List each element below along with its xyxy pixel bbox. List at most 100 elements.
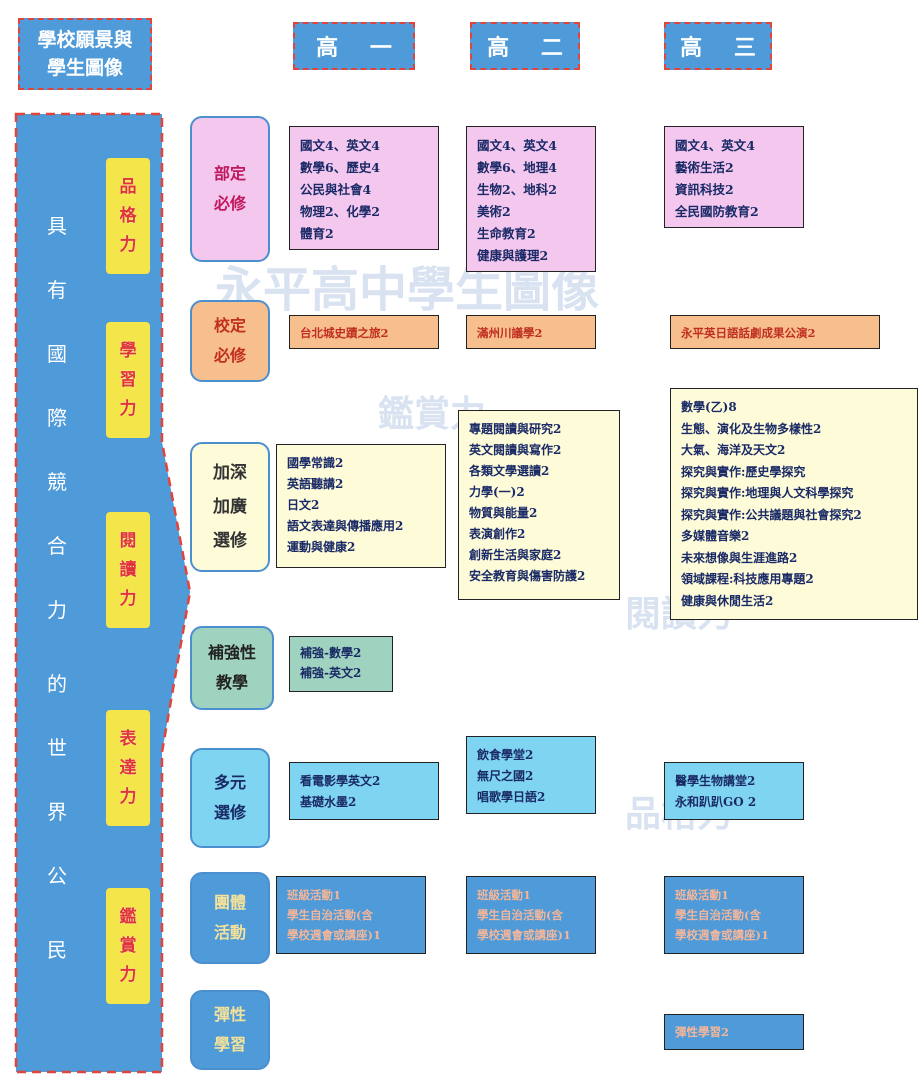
label-text: 彈性: [213, 1005, 246, 1024]
vision-char: 力: [47, 598, 67, 622]
course-item: 日文2: [287, 498, 320, 512]
vision-char: 合: [47, 534, 67, 558]
ability-character: 品格力: [106, 158, 150, 274]
label-text: 必修: [213, 194, 246, 213]
course-item: 永和趴趴GO 2: [675, 795, 757, 809]
course-item: 各類文學選讀2: [469, 464, 550, 478]
course-item: 國文4、英文4: [300, 138, 380, 153]
vision-statement: 具 有 國 際 競 合 力 的 世 界 公 民: [28, 112, 88, 1074]
diverse-elective-grade2: 飲食學堂2 無尺之國2 唱歌學日語2: [466, 736, 596, 814]
label-text: 團體: [213, 893, 246, 912]
course-item: 資訊科技2: [675, 182, 734, 197]
course-item: 體育2: [300, 226, 334, 241]
category-flexible-learning: 彈性學習: [190, 990, 270, 1070]
label-text: 習: [119, 369, 137, 390]
course-item: 生物2、地科2: [477, 182, 557, 197]
ability-expression: 表達力: [106, 710, 150, 826]
grade-header-1: 高 一: [293, 22, 415, 70]
title-line-2: 學生圖像: [46, 57, 123, 79]
course-item: 英文閱讀與寫作2: [469, 443, 562, 457]
group-activity-grade2: 班級活動1 學生自治活動(含 學校週會或講座)1: [466, 876, 596, 954]
course-item: 大氣、海洋及天文2: [681, 443, 786, 457]
course-item: 永平英日語話劇成果公演2: [681, 326, 816, 340]
vision-char: 的: [47, 672, 67, 696]
course-item: 學校週會或講座)1: [477, 928, 571, 942]
label-text: 格: [119, 205, 137, 226]
category-group-activity: 團體活動: [190, 872, 270, 964]
national-required-grade2: 國文4、英文4 數學6、地理4 生物2、地科2 美術2 生命教育2 健康與護理2: [466, 126, 596, 272]
course-item: 健康與休閒生活2: [681, 593, 774, 608]
label-text: 力: [119, 398, 137, 419]
label-text: 多元: [213, 773, 246, 792]
course-item: 全民國防教育2: [675, 204, 759, 219]
course-item: 滿州川議學2: [477, 326, 543, 340]
course-item: 台北城史蹟之旅2: [300, 326, 389, 340]
label-text: 鑑: [119, 906, 137, 927]
course-item: 數學6、地理4: [477, 160, 557, 175]
course-item: 班級活動1: [477, 888, 532, 902]
course-item: 國學常識2: [287, 456, 344, 470]
label-text: 選修: [213, 531, 247, 551]
course-item: 基礎水墨2: [300, 795, 357, 809]
national-required-grade1: 國文4、英文4 數學6、歷史4 公民與社會4 物理2、化學2 體育2: [289, 126, 439, 250]
ability-reading: 閱讀力: [106, 512, 150, 628]
course-item: 藝術生活2: [675, 160, 734, 175]
course-item: 探究與實作:地理與人文科學探究: [681, 486, 854, 500]
course-item: 生命教育2: [477, 226, 536, 241]
label-text: 讀: [119, 559, 137, 580]
label-text: 賞: [119, 935, 137, 956]
group-activity-grade1: 班級活動1 學生自治活動(含 學校週會或講座)1: [276, 876, 426, 954]
ability-learning: 學習力: [106, 322, 150, 438]
course-item: 公民與社會4: [300, 182, 372, 197]
diverse-elective-grade1: 看電影學英文2 基礎水墨2: [289, 762, 439, 820]
course-item: 力學(一)2: [469, 485, 525, 499]
label-text: 學: [119, 340, 137, 361]
course-item: 國文4、英文4: [675, 138, 755, 153]
vision-char: 競: [47, 470, 67, 494]
label-text: 選修: [213, 803, 246, 822]
vision-char: 有: [47, 278, 67, 302]
vision-char: 具: [47, 214, 67, 238]
flexible-learning-grade3: 彈性學習2: [664, 1014, 804, 1050]
course-item: 未來想像與生涯進路2: [681, 550, 798, 565]
ability-appreciation: 鑑賞力: [106, 888, 150, 1004]
course-item: 創新生活與家庭2: [469, 548, 562, 562]
course-item: 生態、演化及生物多樣性2: [681, 421, 822, 436]
vision-char: 際: [47, 406, 67, 430]
course-item: 班級活動1: [675, 888, 730, 902]
course-item: 專題閱讀與研究2: [469, 422, 562, 436]
school-required-grade2: 滿州川議學2: [466, 315, 596, 349]
vision-char: 國: [47, 342, 67, 366]
course-item: 多媒體音樂2: [681, 529, 750, 543]
label-text: 力: [119, 786, 137, 807]
course-item: 無尺之國2: [477, 769, 534, 783]
course-item: 學生自治活動(含: [477, 908, 563, 922]
course-item: 安全教育與傷害防護2: [469, 569, 586, 583]
course-item: 醫學生物講堂2: [675, 774, 756, 788]
label-text: 閱: [119, 530, 137, 551]
label-text: 補強性: [207, 643, 256, 662]
course-item: 探究與實作:公共議題與社會探究2: [681, 507, 862, 522]
category-school-required: 校定必修: [190, 300, 270, 382]
label-text: 部定: [213, 164, 246, 183]
vision-char: 界: [47, 800, 67, 824]
course-item: 美術2: [477, 204, 511, 219]
course-item: 補強-數學2: [300, 646, 362, 660]
course-item: 數學(乙)8: [681, 400, 737, 414]
label-text: 學習: [213, 1035, 246, 1054]
national-required-grade3: 國文4、英文4 藝術生活2 資訊科技2 全民國防教育2: [664, 126, 804, 228]
course-item: 看電影學英文2: [300, 774, 381, 788]
label-text: 表: [119, 728, 137, 749]
course-item: 物理2、化學2: [300, 204, 380, 219]
school-required-grade3: 永平英日語話劇成果公演2: [670, 315, 880, 349]
advanced-elective-grade2: 專題閱讀與研究2 英文閱讀與寫作2 各類文學選讀2 力學(一)2 物質與能量2 …: [458, 410, 620, 600]
label-text: 教學: [215, 673, 248, 692]
school-required-grade1: 台北城史蹟之旅2: [289, 315, 439, 349]
label-text: 活動: [213, 923, 246, 942]
course-item: 彈性學習2: [675, 1025, 730, 1039]
vision-char: 公: [47, 864, 67, 888]
course-item: 探究與實作:歷史學探究: [681, 464, 806, 479]
course-item: 班級活動1: [287, 888, 342, 902]
course-item: 學校週會或講座)1: [287, 928, 381, 942]
label-text: 力: [119, 964, 137, 985]
